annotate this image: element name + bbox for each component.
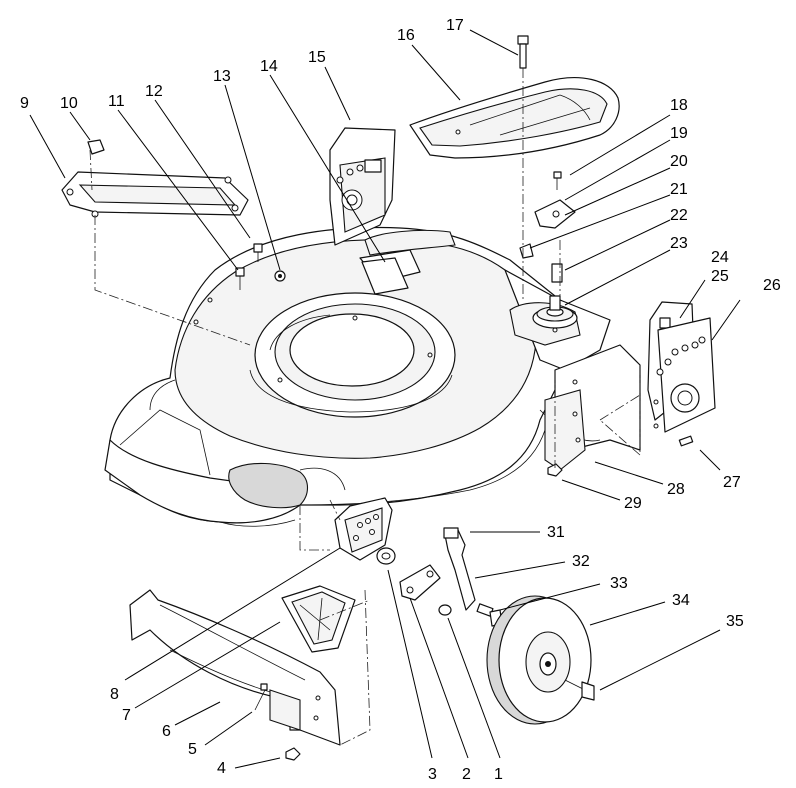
- part-7-grass-door: [281, 585, 356, 653]
- callout-28: 28: [667, 481, 685, 498]
- part-16-top-cover: [409, 77, 620, 159]
- callout-4: 4: [217, 760, 226, 777]
- part-4-nut: [285, 747, 301, 761]
- callout-19: 19: [670, 125, 688, 142]
- part-1-washer: [438, 604, 452, 616]
- callout-21: 21: [670, 181, 688, 198]
- part-11-screw: [235, 267, 245, 290]
- callout-9: 9: [20, 95, 29, 112]
- callout-labels: 1 2 3 4 5 6 7 8 9 10 11 12 13 14 15 16 1…: [20, 17, 781, 783]
- part-34-wheel: [486, 595, 592, 725]
- callout-6: 6: [162, 723, 171, 740]
- part-15-height-adjuster: [329, 127, 396, 246]
- part-26-adjuster-bracket: [653, 317, 716, 433]
- part-28-deflector-plate: [539, 344, 641, 471]
- part-23-pulley: [532, 295, 578, 329]
- callout-27: 27: [723, 474, 741, 491]
- callout-15: 15: [308, 49, 326, 66]
- callout-3: 3: [428, 766, 437, 783]
- alignment-lines: [89, 68, 641, 746]
- part-13-washer: [274, 270, 286, 282]
- part-19-20-bracket: [534, 199, 576, 229]
- part-10-nut: [87, 139, 105, 155]
- leader-lines: [29, 29, 741, 769]
- callout-25: 25: [711, 268, 729, 285]
- part-2-lever-arm: [399, 564, 441, 601]
- part-9-cover-plate: [61, 171, 249, 218]
- part-3-washer: [376, 547, 396, 565]
- callout-8: 8: [110, 686, 119, 703]
- part-31-32-height-lever: [443, 527, 476, 611]
- part-18-screw: [553, 171, 562, 190]
- callout-24: 24: [711, 249, 729, 266]
- part-12-screw: [253, 243, 263, 262]
- mower-deck: [104, 226, 611, 527]
- callout-13: 13: [213, 68, 231, 85]
- callout-23: 23: [670, 235, 688, 252]
- callout-32: 32: [572, 553, 590, 570]
- callout-11: 11: [108, 93, 125, 110]
- part-14-bracket: [361, 257, 409, 295]
- callout-20: 20: [670, 153, 688, 170]
- callout-1: 1: [494, 766, 503, 783]
- callout-16: 16: [397, 27, 415, 44]
- callout-34: 34: [672, 592, 690, 609]
- callout-14: 14: [260, 58, 278, 75]
- callout-12: 12: [145, 83, 163, 100]
- callout-7: 7: [122, 707, 131, 724]
- callout-26: 26: [763, 277, 781, 294]
- callout-31: 31: [547, 524, 565, 541]
- callout-18: 18: [670, 97, 688, 114]
- callout-22: 22: [670, 207, 688, 224]
- part-6-rear-skirt: [129, 589, 341, 746]
- part-8-adjuster-plate: [334, 497, 393, 561]
- callout-17: 17: [446, 17, 464, 34]
- part-17-bolt: [517, 35, 529, 69]
- callout-33: 33: [610, 575, 628, 592]
- part-27-bolt: [678, 435, 694, 447]
- part-21-clip: [519, 243, 534, 259]
- callout-2: 2: [462, 766, 471, 783]
- part-5-screw: [254, 683, 268, 711]
- part-35-axle-bolt: [564, 679, 595, 701]
- callout-35: 35: [726, 613, 744, 630]
- callout-29: 29: [624, 495, 642, 512]
- callout-10: 10: [60, 95, 78, 112]
- callout-5: 5: [188, 741, 197, 758]
- part-22-spacer: [551, 263, 563, 283]
